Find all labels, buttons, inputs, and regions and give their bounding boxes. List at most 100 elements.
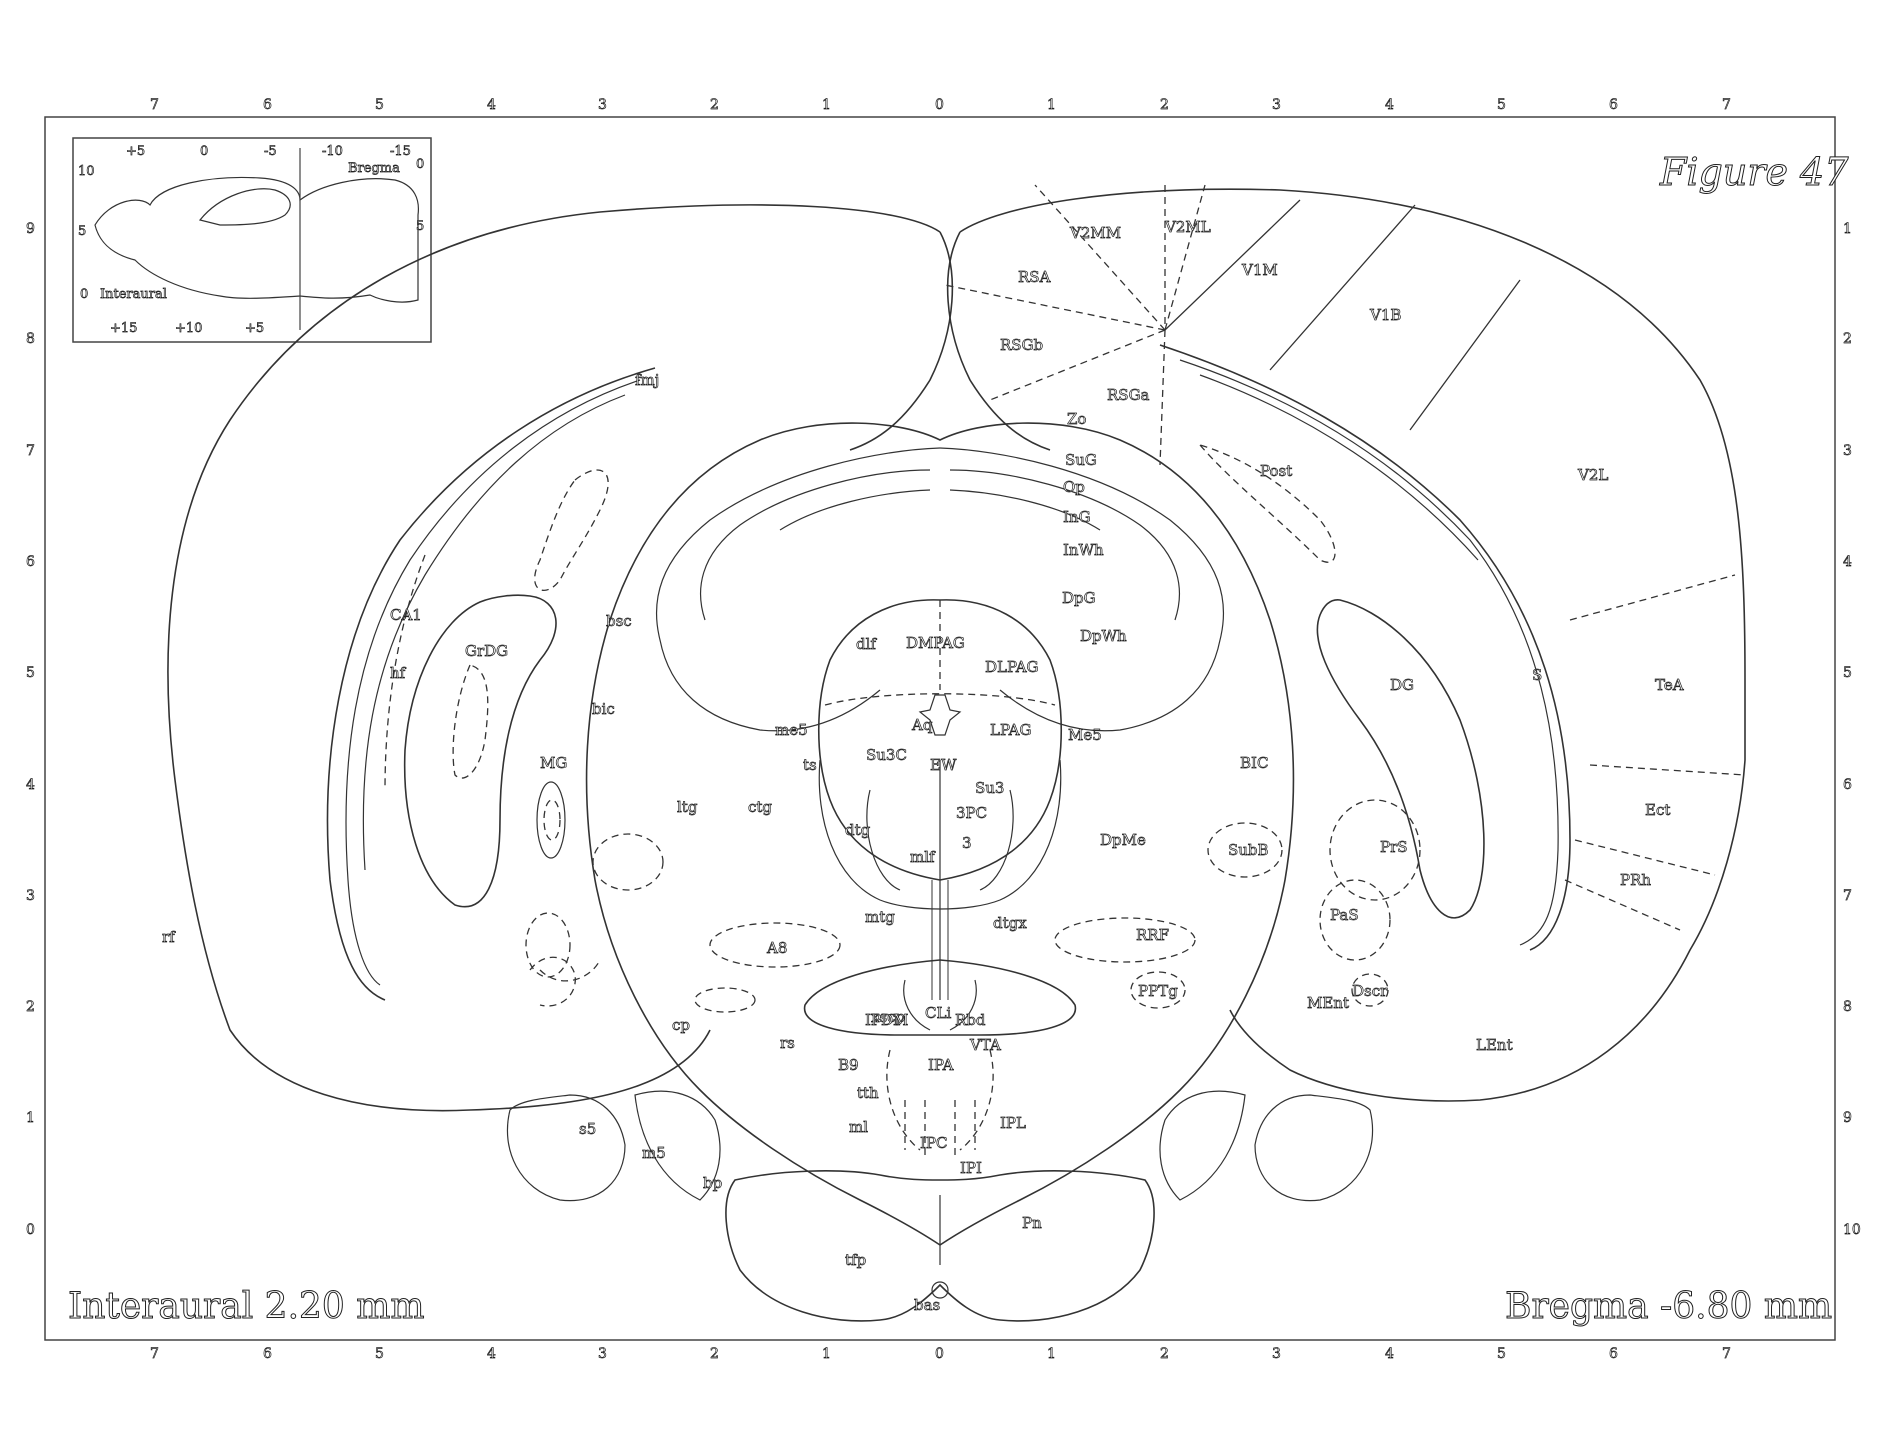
right-tick: 6	[1843, 777, 1852, 793]
inset-right-tick: 0	[416, 157, 424, 172]
right-tick: 1	[1843, 221, 1852, 237]
region-label-inwh: InWh	[1063, 541, 1104, 559]
inset-right-tick: 5	[416, 219, 424, 234]
region-label-s5: s5	[579, 1120, 596, 1138]
region-label-rsgb: RSGb	[1000, 336, 1043, 354]
right-tick: 10	[1843, 1222, 1861, 1238]
region-label-ltg: ltg	[677, 798, 698, 816]
region-label-ipi: IPI	[960, 1159, 982, 1177]
top-tick: 4	[487, 97, 496, 113]
region-label-dpwh: DpWh	[1080, 627, 1127, 645]
region-label-v1m: V1M	[1241, 261, 1278, 279]
bottom-tick: 1	[822, 1346, 831, 1362]
top-tick: 3	[1272, 97, 1281, 113]
top-tick: 5	[1497, 97, 1506, 113]
inset-bottom-tick: +10	[175, 321, 202, 336]
region-label-ts: ts	[803, 756, 817, 774]
region-label-mtg: mtg	[865, 908, 895, 926]
region-label-bp: bp	[703, 1174, 722, 1192]
bottom-tick: 5	[375, 1346, 384, 1362]
inset-left-tick: 10	[78, 164, 95, 179]
region-label-sug: SuG	[1065, 451, 1097, 469]
bottom-tick: 7	[1722, 1346, 1731, 1362]
region-label-su3: Su3	[975, 779, 1004, 797]
inset-top-tick: -5	[264, 144, 277, 159]
region-label-prh: PRh	[1620, 871, 1651, 889]
top-tick: 1	[822, 97, 831, 113]
top-tick: 2	[1160, 97, 1169, 113]
bottom-tick: 3	[598, 1346, 607, 1362]
right-tick: 3	[1843, 443, 1852, 459]
inset-interaural: Interaural	[100, 287, 167, 302]
top-tick: 7	[1722, 97, 1731, 113]
right-tick: 4	[1843, 554, 1852, 570]
region-label-ew: EW	[930, 756, 957, 774]
inset-top-tick: -10	[322, 144, 343, 159]
region-label-rf: rf	[162, 928, 176, 946]
region-label-vta: VTA	[969, 1036, 1001, 1054]
region-label-dtgx: dtgx	[993, 914, 1027, 932]
right-tick: 9	[1843, 1110, 1852, 1126]
region-label-ment: MEnt	[1307, 994, 1349, 1012]
inset-top-tick: +5	[126, 144, 145, 159]
region-label-rs: rs	[780, 1034, 795, 1052]
top-tick: 0	[935, 97, 944, 113]
region-label-n3: 3	[962, 834, 972, 852]
bottom-tick: 6	[1609, 1346, 1618, 1362]
region-label-lpag: LPAG	[990, 721, 1032, 739]
top-tick: 6	[1609, 97, 1618, 113]
region-label-ipl: IPL	[1000, 1114, 1026, 1132]
region-labels: V2MMV2MLV1MV1BRSARSGbRSGaZoSuGOpInGInWhD…	[162, 218, 1684, 1314]
region-label-v1b: V1B	[1369, 306, 1401, 324]
region-label-ctg: ctg	[748, 798, 772, 816]
region-label-bas: bas	[914, 1296, 940, 1314]
region-label-post: Post	[1260, 462, 1292, 480]
interaural-label: Interaural 2.20 mm	[68, 1286, 425, 1327]
top-tick: 1	[1047, 97, 1056, 113]
right-tick: 2	[1843, 331, 1852, 347]
left-tick: 0	[26, 1222, 35, 1238]
region-label-hf: hf	[390, 664, 407, 682]
region-label-fmj: fmj	[635, 371, 659, 389]
inset-top-tick: -15	[390, 144, 411, 159]
bottom-tick: 1	[1047, 1346, 1056, 1362]
bottom-tick: 2	[710, 1346, 719, 1362]
region-label-ca1: CA1	[390, 606, 422, 624]
top-tick: 6	[263, 97, 272, 113]
region-label-cli: CLi	[925, 1004, 951, 1022]
left-tick: 8	[26, 331, 35, 347]
region-label-pptg: PPTg	[1138, 982, 1178, 1000]
bottom-tick: 6	[263, 1346, 272, 1362]
region-label-s: S	[1532, 666, 1542, 684]
inset-left-tick: 5	[78, 224, 86, 239]
region-label-dpg: DpG	[1062, 589, 1096, 607]
region-label-su3c: Su3C	[866, 746, 907, 764]
region-label-m5: m5	[642, 1144, 666, 1162]
inset-left-tick: 0	[80, 287, 88, 302]
left-tick: 7	[26, 443, 35, 459]
region-label-v2l: V2L	[1577, 466, 1608, 484]
region-label-tea: TeA	[1655, 676, 1684, 694]
region-label-bicr: BIC	[1240, 754, 1268, 772]
region-label-v2mm: V2MM	[1069, 224, 1121, 242]
bottom-tick: 7	[150, 1346, 159, 1362]
inset-top-tick: 0	[200, 144, 208, 159]
region-label-dlpag: DLPAG	[985, 658, 1039, 676]
region-label-mg: MG	[540, 754, 567, 772]
left-tick: 6	[26, 554, 35, 570]
region-label-ml: ml	[849, 1118, 868, 1136]
region-label-a8: A8	[766, 939, 787, 957]
bregma-label: Bregma -6.80 mm	[1505, 1286, 1832, 1327]
region-label-me5l: me5	[775, 721, 808, 739]
region-label-lent: LEnt	[1476, 1036, 1513, 1054]
region-label-mlf: mlf	[910, 848, 936, 866]
top-tick: 2	[710, 97, 719, 113]
top-tick: 7	[150, 97, 159, 113]
region-label-ipdm: IPDM	[865, 1011, 908, 1029]
region-label-dpme: DpMe	[1100, 831, 1146, 849]
region-label-prs: PrS	[1380, 838, 1408, 856]
inset-bottom-tick: +15	[110, 321, 137, 336]
left-tick: 5	[26, 665, 35, 681]
region-label-subb: SubB	[1228, 841, 1269, 859]
